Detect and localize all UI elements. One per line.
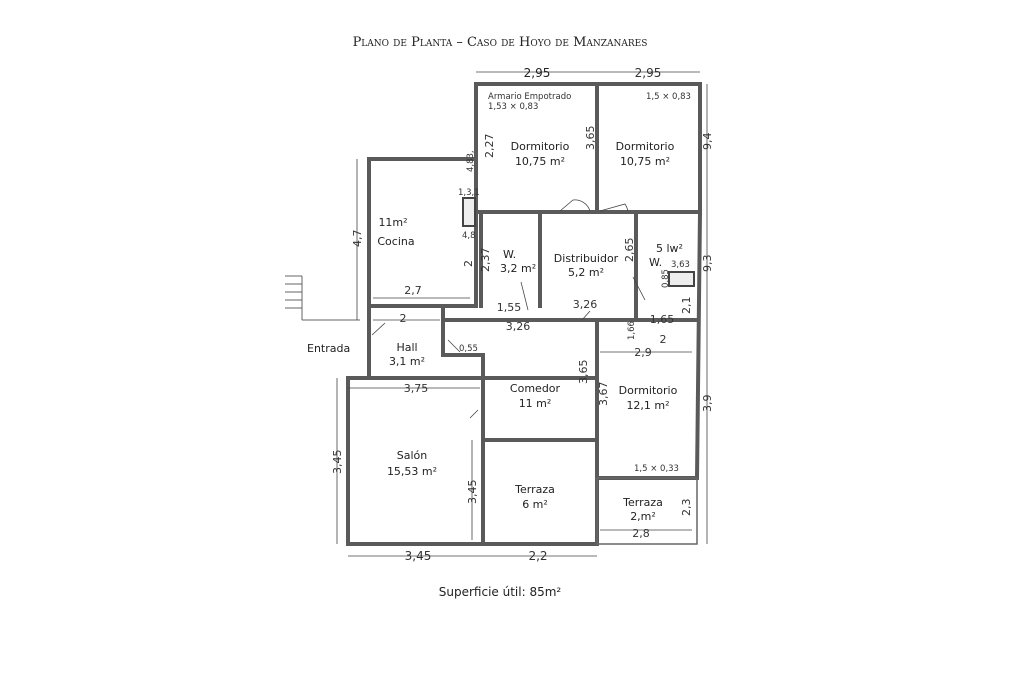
room-area: 15,53 m² xyxy=(387,465,437,478)
dim-label: 2,9 xyxy=(634,346,652,359)
room-area: 2,m² xyxy=(630,510,656,523)
room-area: 3,2 m² xyxy=(500,262,536,275)
entrance-label: Entrada xyxy=(307,342,350,355)
dim-label: 3,9 xyxy=(701,395,714,413)
room-area: 10,75 m² xyxy=(515,155,565,168)
room-name: Comedor xyxy=(510,382,561,395)
room-name: Hall xyxy=(396,341,417,354)
bathroom-fixture xyxy=(668,271,695,287)
dim-label: 3,45 xyxy=(405,549,432,563)
dim-label: 2,65 xyxy=(623,238,636,263)
dim-label: 2 xyxy=(660,333,667,346)
room-name: W. xyxy=(503,248,516,261)
dim-label: 3,65 xyxy=(584,126,597,151)
dim-label: 3,26 xyxy=(573,298,598,311)
kitchen-note: 4,83, xyxy=(466,150,476,172)
closet-size: 1,5 × 0,33 xyxy=(634,464,679,474)
room-name: Dormitorio xyxy=(619,384,678,397)
armario-label: Armario Empotrado xyxy=(488,92,571,102)
room-name: Terraza xyxy=(514,483,555,496)
room-area: 11 m² xyxy=(519,397,552,410)
room-area: 3,1 m² xyxy=(389,355,425,368)
dim-label: 2,3 xyxy=(680,499,693,517)
entrance-stairs xyxy=(285,275,360,321)
dim-label: 3,45 xyxy=(331,450,344,475)
dim-label: 2,95 xyxy=(524,66,551,80)
dim-label: 2,37 xyxy=(479,248,492,273)
dim-label: 1,66 xyxy=(627,321,637,340)
room-name: Dormitorio xyxy=(511,140,570,153)
room-area: 10,75 m² xyxy=(620,155,670,168)
dim-label: 1,65 xyxy=(650,313,675,326)
closet-size: 1,5 × 0,83 xyxy=(646,92,691,102)
dimension-lines xyxy=(336,71,708,557)
plan-title: Plano de Planta – Caso de Hoyo de Manzan… xyxy=(353,35,648,50)
dim-label: 2,95 xyxy=(635,66,662,80)
dim-label: 3,45 xyxy=(466,480,479,505)
bath-note: 0,85 xyxy=(661,269,671,288)
room-area: 11m² xyxy=(378,216,407,229)
dim-label: 3,26 xyxy=(506,320,531,333)
dim-label: 4,7 xyxy=(351,230,364,248)
bath-note: 3,63 xyxy=(671,260,690,270)
armario-size: 1,53 × 0,83 xyxy=(488,102,538,112)
notes: Armario Empotrado 1,53 × 0,83 1,5 × 0,83… xyxy=(458,92,691,474)
dim-label: 2,1 xyxy=(680,297,693,315)
dim-label: 2,7 xyxy=(404,284,422,297)
dim-label: 2,8 xyxy=(632,527,650,540)
kitchen-appliance xyxy=(462,197,476,227)
room-name: Distribuidor xyxy=(554,252,619,265)
room-area: 5 lw² xyxy=(656,242,683,255)
dim-label: 3,67 xyxy=(597,382,610,407)
room-name: Cocina xyxy=(377,235,414,248)
room-area: 5,2 m² xyxy=(568,266,604,279)
dim-label: 2,27 xyxy=(483,134,496,159)
dim-label: 2 xyxy=(462,260,475,267)
room-labels: Dormitorio 10,75 m² Dormitorio 10,75 m² … xyxy=(307,140,683,523)
dim-label: 2 xyxy=(400,312,407,325)
hall-note: 0,55 xyxy=(459,344,478,354)
dim-label: 3,65 xyxy=(577,360,590,385)
room-area: 12,1 m² xyxy=(626,399,669,412)
dim-label: 9,4 xyxy=(701,133,714,151)
kitchen-note: 1,3,1 xyxy=(458,188,480,198)
total-area: Superficie útil: 85m² xyxy=(439,585,562,599)
room-name: Dormitorio xyxy=(616,140,675,153)
door-swings xyxy=(371,199,646,419)
dim-label: 1,55 xyxy=(497,301,522,314)
room-name: Terraza xyxy=(622,496,663,509)
room-name: W. xyxy=(649,256,662,269)
kitchen-note: 4,8 xyxy=(462,231,476,241)
dimension-labels: 2,95 2,95 9,4 9,3 3,9 2,3 4,7 3,45 2,27 … xyxy=(331,66,714,563)
dim-label: 2,2 xyxy=(528,549,547,563)
dim-label: 3,75 xyxy=(404,382,429,395)
terrace-outline xyxy=(596,477,698,545)
dim-label: 9,3 xyxy=(701,255,714,273)
room-name: Salón xyxy=(397,449,428,462)
room-area: 6 m² xyxy=(522,498,548,511)
